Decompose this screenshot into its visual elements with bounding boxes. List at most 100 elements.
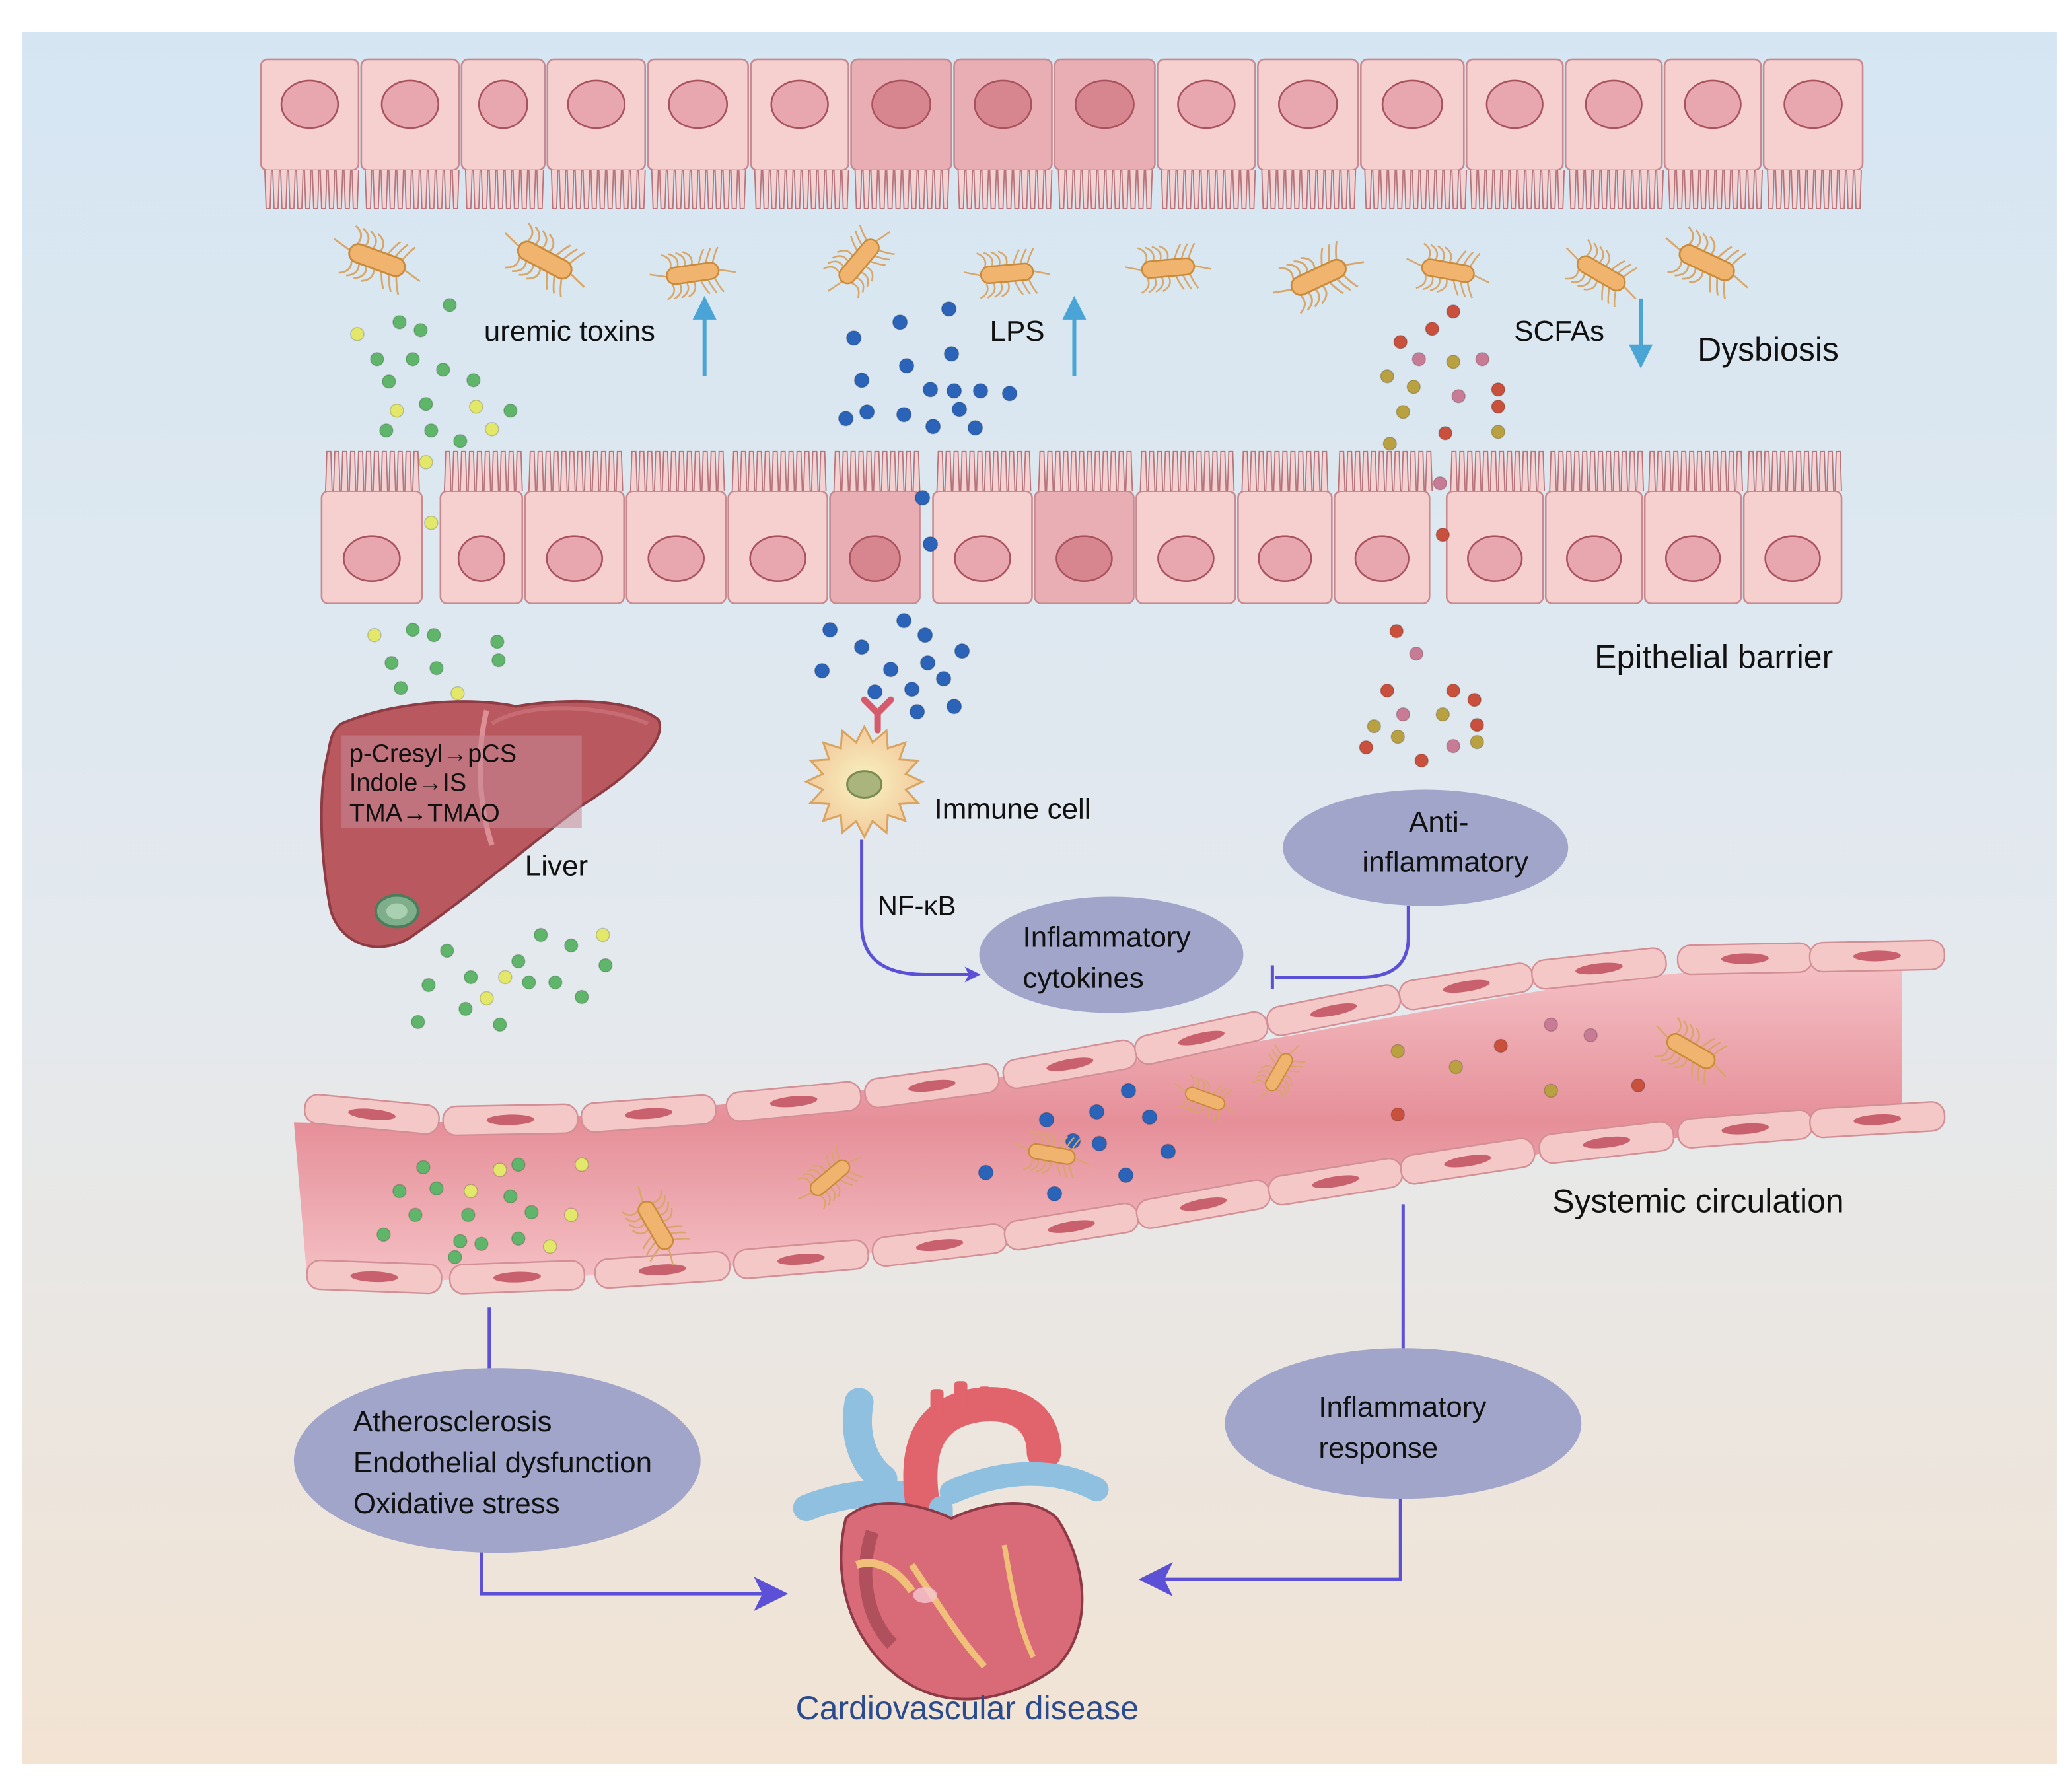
metabolite-dot: [394, 680, 408, 695]
metabolite-dot: [1470, 734, 1485, 750]
metabolite-dot: [524, 1205, 539, 1220]
epithelial-cell: [1742, 450, 1843, 604]
metabolite-dot: [461, 1207, 476, 1223]
metabolite-dot: [1414, 753, 1429, 768]
metabolite-dot: [922, 536, 939, 552]
bacterium-icon: [964, 248, 1050, 299]
metabolite-dot: [1433, 476, 1448, 491]
vessel-wall-cell: [1531, 947, 1667, 990]
metabolite-dot: [563, 1207, 579, 1223]
metabolite-dot: [1446, 738, 1461, 754]
metabolite-dot: [919, 655, 936, 671]
epithelial-cell: [1663, 58, 1763, 209]
metabolite-dot: [464, 1184, 478, 1199]
vessel-wall-cell: [580, 1094, 717, 1133]
metabolite-dot: [370, 352, 384, 367]
metabolite-dot: [350, 327, 365, 341]
epithelial-cell: [260, 58, 360, 209]
metabolite-dot: [390, 403, 404, 418]
metabolite-dot: [838, 410, 854, 427]
metabolite-dot: [427, 627, 441, 643]
metabolite-dot: [1089, 1104, 1105, 1120]
metabolite-dot: [406, 352, 420, 367]
metabolite-dot: [1160, 1143, 1176, 1160]
epithelial-cell: [546, 58, 647, 209]
metabolite-dot: [814, 662, 830, 679]
inflammatory-response-line2: response: [1318, 1432, 1438, 1464]
metabolite-dot: [491, 653, 506, 668]
vessel-wall-cell: [1676, 942, 1814, 976]
metabolite-dot: [941, 301, 957, 317]
metabolite-particles: [350, 298, 1506, 1032]
metabolite-dot: [1467, 692, 1482, 707]
metabolite-dot: [1435, 527, 1450, 542]
metabolite-dot: [416, 1160, 431, 1175]
metabolite-dot: [511, 1157, 526, 1172]
vessel-wall-cell: [725, 1081, 862, 1122]
bacterium-icon: [649, 246, 736, 301]
epithelial-cell: [320, 450, 423, 604]
vessel-wall-cell: [594, 1250, 731, 1289]
metabolite-dot: [511, 1231, 526, 1246]
metabolite-dot: [1475, 352, 1490, 367]
metabolite-dot: [951, 401, 968, 417]
bacterium-icon: [1174, 1074, 1236, 1123]
metabolite-dot: [1396, 707, 1411, 722]
liver-label: Liver: [525, 850, 588, 882]
epithelial-cell: [524, 450, 625, 604]
bacterium-icon: [505, 222, 585, 298]
metabolite-dot: [1389, 623, 1404, 639]
metabolite-dot: [1491, 399, 1506, 414]
vessel-wall-cell: [1003, 1203, 1139, 1251]
metabolite-dot: [466, 373, 481, 388]
metabolite-dot: [511, 954, 526, 969]
metabolite-dot: [493, 1017, 507, 1032]
epithelial-cell: [932, 450, 1033, 604]
metabolite-dot: [376, 1227, 391, 1242]
metabolite-dot: [1491, 382, 1506, 397]
dysbiosis-label: Dysbiosis: [1697, 331, 1839, 368]
metabolite-dot: [1120, 1083, 1137, 1099]
epithelial-cell: [625, 450, 727, 604]
epithelial-cell: [439, 450, 524, 604]
metabolite-dot: [429, 660, 444, 676]
metabolite-dot: [896, 612, 912, 629]
metabolite-dot: [896, 406, 912, 423]
lower-epithelium: [320, 450, 1843, 604]
bacterium-icon: [1655, 1016, 1728, 1085]
vessel-wall-cell: [864, 1063, 1000, 1108]
liver-reaction-pcs: p-Cresyl→pCS: [349, 740, 517, 768]
epithelial-cell: [1237, 450, 1333, 604]
metabolite-dot: [1451, 388, 1466, 404]
metabolite-dot: [1359, 740, 1374, 755]
vessel-wall-cell: [1809, 1101, 1946, 1139]
vessel-wall-cell: [1538, 1121, 1675, 1164]
metabolite-dot: [904, 681, 920, 697]
metabolite-dot: [1435, 707, 1450, 722]
bacterium-icon: [621, 1186, 690, 1265]
metabolite-dot: [419, 454, 433, 470]
metabolite-dot: [972, 382, 989, 399]
bacterium-icon: [1252, 1044, 1306, 1100]
vessel-contents: [376, 1016, 1728, 1265]
metabolite-dot: [458, 1001, 473, 1016]
metabolite-dot: [424, 515, 439, 530]
metabolite-dot: [1446, 304, 1461, 319]
heart-icon: [793, 1381, 1109, 1701]
metabolite-dot: [464, 970, 478, 985]
metabolite-dot: [914, 489, 931, 506]
vessel-wall-cell: [306, 1259, 443, 1295]
immune-cell-label: Immune cell: [935, 793, 1091, 826]
bacterium-icon: [334, 225, 421, 295]
metabolite-dot: [382, 374, 396, 389]
epithelial-cell: [1762, 58, 1864, 209]
metabolite-dot: [411, 1015, 425, 1030]
uremic-toxins-label: uremic toxins: [484, 315, 655, 347]
metabolite-dot: [978, 1164, 994, 1181]
metabolite-dot: [1425, 322, 1440, 336]
metabolite-dot: [450, 686, 465, 701]
metabolite-dot: [408, 1207, 423, 1223]
epithelial-cell: [1334, 450, 1433, 604]
metabolite-dot: [922, 381, 939, 398]
epithelial-cell: [1157, 58, 1256, 209]
